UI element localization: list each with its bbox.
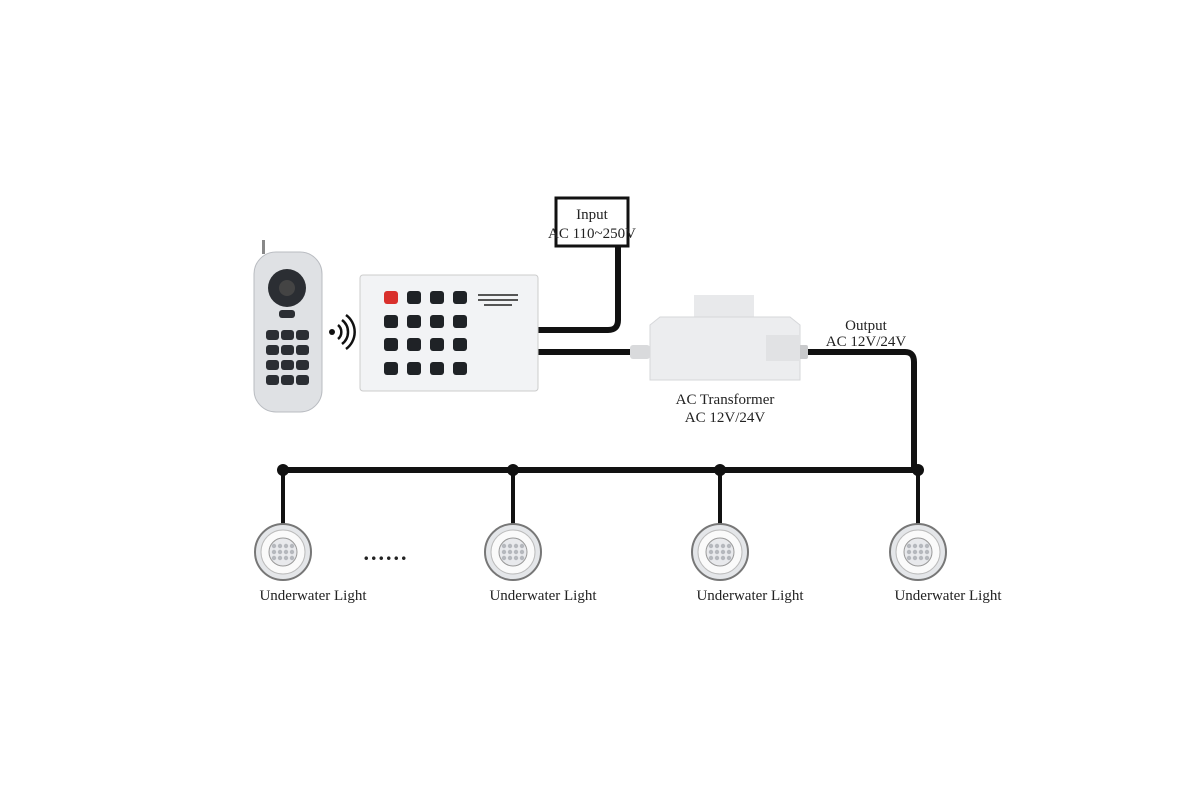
- transformer-voltage: AC 12V/24V: [685, 410, 766, 426]
- underwater-light: Underwater Light: [484, 523, 597, 604]
- remote-control: [253, 240, 323, 413]
- underwater-light: Underwater Light: [254, 523, 367, 604]
- transformer-title: AC Transformer: [676, 392, 775, 408]
- light-label: Underwater Light: [894, 588, 1002, 604]
- junction-dot: [507, 464, 519, 476]
- junction-dot: [714, 464, 726, 476]
- input-box: [554, 196, 630, 248]
- switch-controller: [359, 274, 539, 392]
- underwater-light: Underwater Light: [691, 523, 804, 604]
- input-wire: [538, 247, 621, 333]
- input-title: Input: [576, 207, 608, 223]
- junction-dot: [277, 464, 289, 476]
- light-label: Underwater Light: [489, 588, 597, 604]
- output-title: Output: [845, 318, 888, 334]
- output-voltage: AC 12V/24V: [826, 334, 907, 350]
- wires: [281, 247, 920, 528]
- underwater-light: Underwater Light: [889, 523, 1002, 604]
- junctions: [277, 464, 924, 476]
- more-lights-ellipsis: ......: [364, 540, 409, 565]
- wireless-signal-icon: [329, 313, 356, 351]
- light-label: Underwater Light: [696, 588, 804, 604]
- output-wire: [800, 349, 917, 470]
- input-voltage: AC 110~250V: [548, 226, 636, 242]
- power-button: [384, 291, 398, 304]
- junction-dot: [912, 464, 924, 476]
- light-label: Underwater Light: [259, 588, 367, 604]
- ac-transformer: [630, 295, 808, 381]
